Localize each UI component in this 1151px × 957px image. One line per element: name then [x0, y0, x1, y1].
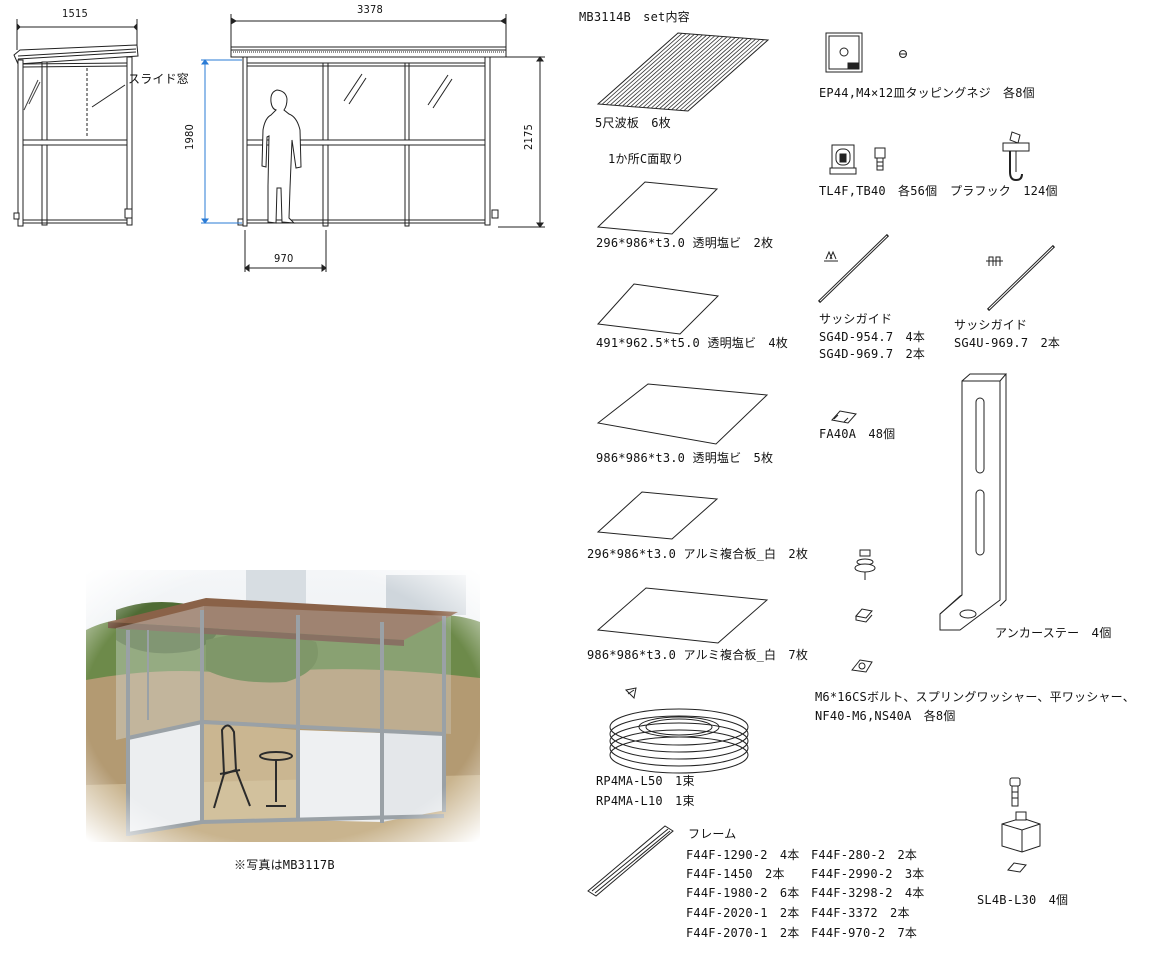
rubber-rope-coil-drawing — [609, 687, 749, 774]
corrugation-line — [659, 37, 740, 110]
bolt-set-label-line1: M6*16CSボルト、スプリングワッシャー、平ワッシャー、 — [815, 690, 1135, 704]
bolt-set-label-line2: NF40-M6,NS40A 各8個 — [815, 709, 956, 723]
corrugation-line — [675, 38, 756, 111]
plahook-label: プラフック 124個 — [950, 184, 1058, 198]
sg4u-969-label: SG4U-969.7 2本 — [954, 336, 1061, 350]
corrugation-line — [683, 39, 765, 111]
sg4d-954-label: SG4D-954.7 4本 — [819, 330, 926, 344]
alu-986-label: 986*986*t3.0 アルミ複合板_白 7枚 — [587, 648, 809, 662]
corrugation-line — [634, 35, 716, 108]
frame-item: F44F-970-2 7本 — [811, 926, 918, 940]
anchor-stay-drawing — [939, 373, 1008, 631]
frame-item: F44F-2070-1 2本 — [686, 926, 800, 940]
plastic-hook-drawing — [1002, 131, 1030, 182]
sash-guide-sg4d-drawing — [817, 233, 890, 304]
frame-item: F44F-280-2 2本 — [811, 848, 918, 862]
corrugation-line — [642, 36, 724, 108]
fa40a-fitting-drawing — [831, 410, 857, 424]
front-width-label: 3378 — [357, 3, 383, 16]
frame-label: フレーム — [688, 827, 737, 841]
corrugation-line — [646, 36, 728, 109]
frame-item: F44F-3298-2 4本 — [811, 886, 925, 900]
corrugation-line — [626, 34, 707, 107]
m6-bolt-set-drawing — [854, 549, 876, 580]
door-height-label: 1980 — [183, 124, 196, 150]
pvc-296-label: 296*986*t3.0 透明塩ビ 2枚 — [596, 236, 774, 250]
frame-bar-drawing — [587, 825, 674, 897]
ep44-label: EP44,M4×12皿タッピングネジ 各8個 — [819, 86, 1035, 100]
ns40a-nut-drawing — [851, 659, 873, 673]
front-view-drawing — [230, 14, 507, 227]
corrugated-label: 5尺波板 6枚 — [595, 116, 671, 130]
frame-item: F44F-1980-2 6本 — [686, 886, 800, 900]
sl4b-label: SL4B-L30 4個 — [977, 893, 1069, 907]
panel-986-pvc-drawing — [596, 383, 769, 445]
tl4f-part-drawing — [829, 144, 857, 175]
corrugation-line — [605, 33, 687, 105]
frame-item: F44F-3372 2本 — [811, 906, 910, 920]
sash-guide-sg4u-drawing — [986, 244, 1056, 312]
corrugation-line — [618, 34, 699, 106]
corrugation-line — [601, 33, 683, 105]
panel-986-alu-drawing — [596, 587, 769, 644]
tb40-bolt-drawing — [874, 147, 886, 171]
chamfer-note: 1か所C面取り — [608, 152, 684, 166]
sash-guide-d-label: サッシガイド — [819, 312, 893, 326]
corrugation-line — [650, 36, 732, 109]
pvc-986-label: 986*986*t3.0 透明塩ビ 5枚 — [596, 451, 774, 465]
rp-l10-label: RP4MA-L10 1束 — [596, 794, 695, 808]
panel-491-pvc-drawing — [596, 283, 720, 335]
rp-l50-label: RP4MA-L50 1束 — [596, 774, 695, 788]
anchor-stay-label: アンカーステー 4個 — [995, 626, 1112, 640]
corrugation-line — [630, 35, 711, 107]
door-width-label: 970 — [274, 252, 294, 265]
product-photo — [86, 570, 480, 842]
frame-item: F44F-2990-2 3本 — [811, 867, 925, 881]
sl4b-nut-drawing — [1007, 862, 1027, 873]
photo-caption: ※写真はMB3117B — [234, 858, 335, 872]
frame-item: F44F-2020-1 2本 — [686, 906, 800, 920]
corrugation-line — [679, 39, 761, 111]
frame-item: F44F-1290-2 4本 — [686, 848, 800, 862]
corrugation-line — [614, 33, 695, 106]
panel-296-pvc-drawing — [596, 181, 719, 235]
ep44-plate-drawing — [825, 32, 863, 73]
corrugation-line — [622, 34, 703, 107]
pvc-491-label: 491*962.5*t5.0 透明塩ビ 4枚 — [596, 336, 788, 350]
fa40a-label: FA40A 48個 — [819, 427, 896, 441]
alu-296-label: 296*986*t3.0 アルミ複合板_白 2枚 — [587, 547, 809, 561]
product-photo-illustration — [86, 570, 480, 842]
corrugation-line — [667, 38, 748, 110]
side-view-drawing — [13, 19, 139, 227]
sg4d-969-label: SG4D-969.7 2本 — [819, 347, 926, 361]
corrugation-line — [610, 33, 691, 106]
tl4f-label: TL4F,TB40 各56個 — [819, 184, 938, 198]
side-width-label: 1515 — [62, 7, 88, 20]
slide-window-label: スライド窓 — [128, 72, 190, 86]
nf40-nut-drawing — [855, 608, 873, 623]
person-figure-icon — [261, 89, 302, 224]
corrugation-line — [671, 38, 752, 111]
sash-guide-u-label: サッシガイド — [954, 318, 1028, 332]
m4-screw-icon — [899, 50, 907, 58]
sl4b-block-drawing — [1001, 811, 1041, 853]
set-title: MB3114B set内容 — [579, 10, 690, 24]
total-height-label: 2175 — [522, 124, 535, 150]
corrugation-line — [655, 37, 736, 109]
frame-item: F44F-1450 2本 — [686, 867, 785, 881]
sl4b-screw-drawing — [1009, 777, 1021, 807]
corrugation-line — [663, 37, 744, 110]
panel-296-alu-drawing — [596, 491, 719, 540]
corrugation-line — [638, 35, 720, 108]
